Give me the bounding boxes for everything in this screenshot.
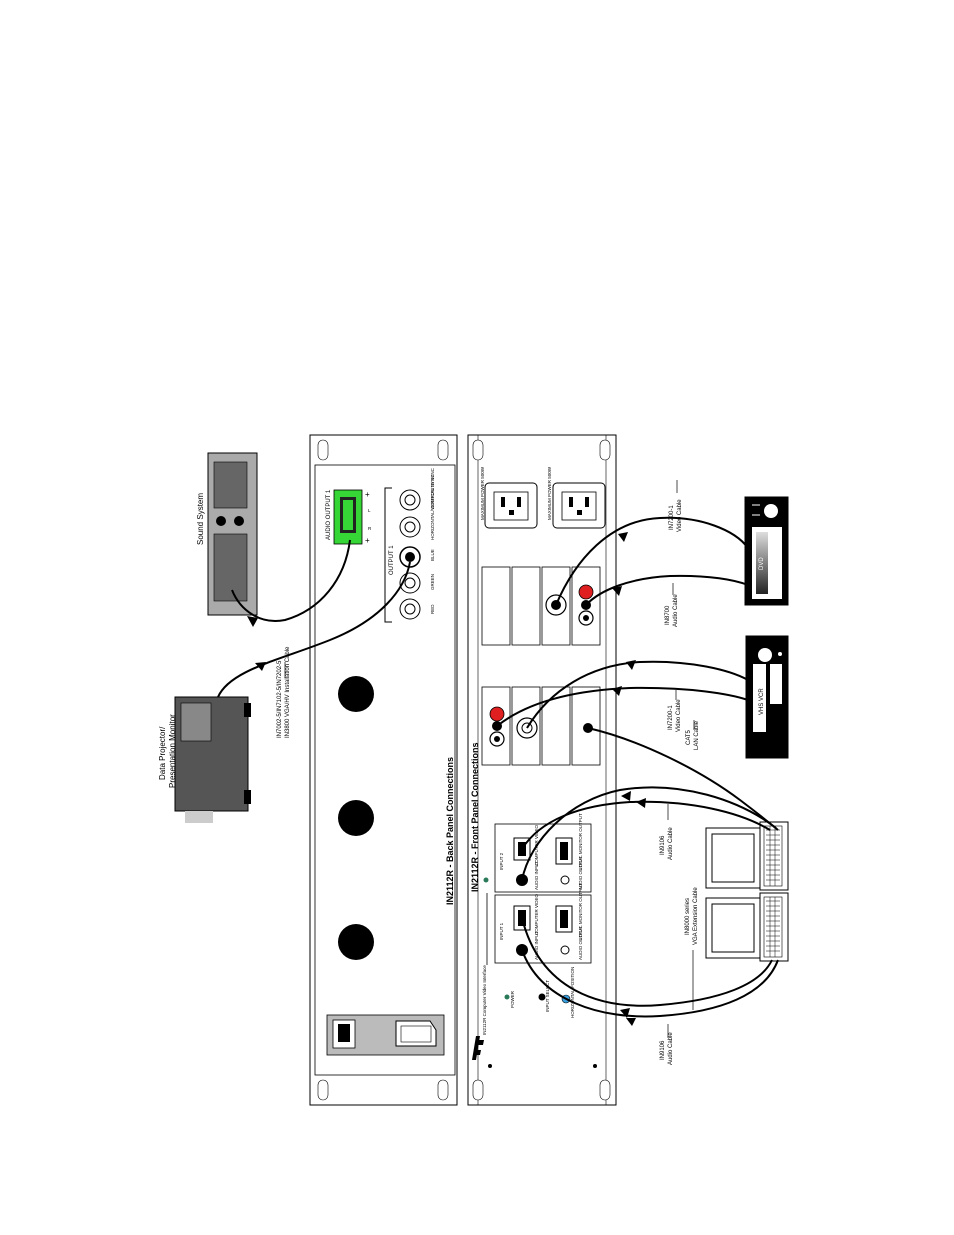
projector-label-2: Presentation Monitor xyxy=(168,714,177,788)
cable-labels: IN7002-5/IN7102-5/IN7202-5 IN3800 VGA/HV… xyxy=(277,480,700,1065)
front-panel-title: IN2112R - Front Panel Connections xyxy=(470,742,480,892)
bnc-label-vsync: VERTICAL SYNC xyxy=(430,474,435,510)
in9106-left-label-1: IN9106 xyxy=(660,1040,666,1060)
in8700-label-2: Audio Cable xyxy=(673,594,679,627)
bnc-label-green: GREEN xyxy=(430,574,435,590)
plus-sign: + xyxy=(365,490,370,499)
svg-text:L: L xyxy=(368,508,371,513)
cat5-label-1: CAT5 xyxy=(686,729,692,745)
input1-label: INPUT 1 xyxy=(499,922,504,940)
dvd-player xyxy=(744,496,789,606)
in7200-b-label-2: Video Cable xyxy=(677,499,683,532)
in7200-b-label-1: IN7200-1 xyxy=(669,505,675,530)
projector-cable-label-2: IN3800 VGA/HV Installation Cable xyxy=(285,646,291,738)
plus-sign: + xyxy=(365,536,370,545)
dvd-label: DVD xyxy=(759,557,765,570)
brand-logo xyxy=(472,1036,484,1060)
module-plates-upper xyxy=(481,566,601,646)
projector-cable-label-1: IN7002-5/IN7102-5/IN7202-5 xyxy=(277,660,283,738)
in9106-left-label-2: Audio Cable xyxy=(668,1032,674,1065)
laptop-1 xyxy=(705,821,789,891)
in7200-a-label-2: Video Cable xyxy=(676,699,682,732)
power-inlet xyxy=(326,1014,445,1056)
audio-input-label: AUDIO INPUT xyxy=(534,861,539,890)
projector-label-1: Data Projector/ xyxy=(158,726,167,780)
input-select-label: INPUT SELECT xyxy=(545,980,550,1012)
horizontal-position-label: HORIZONTAL POSITION xyxy=(570,967,575,1018)
power-label: POWER xyxy=(510,990,515,1008)
fan-vent xyxy=(338,924,374,960)
projector xyxy=(174,696,251,823)
cat5-label-2: LAN Cable xyxy=(694,720,700,750)
vcr-label: VHS VCR xyxy=(759,688,765,715)
power-outlets xyxy=(484,482,606,529)
sound-system xyxy=(207,452,258,616)
in7200-a-label-1: IN7200-1 xyxy=(668,705,674,730)
cable-arrows xyxy=(247,532,646,1026)
vhs-vcr xyxy=(745,635,789,759)
outlet-label: MAXIMUM POWER 500W xyxy=(547,466,552,520)
in8000-label-2: VGA Extension Cable xyxy=(693,887,699,945)
audio-output-connector: + + R L xyxy=(333,489,372,545)
local-monitor-label: LOCAL MONITOR OUTPUT xyxy=(578,883,583,940)
back-panel-title: IN2112R - Back Panel Connections xyxy=(445,757,455,905)
audio-output-label: AUDIO OUTPUT xyxy=(578,856,583,890)
local-monitor-label: LOCAL MONITOR OUTPUT xyxy=(578,813,583,870)
in8000-label-1: IN8000 series xyxy=(685,898,691,935)
bnc-label-hsync: HORIZONTAL/ COMPOSITE SYNC xyxy=(430,467,435,540)
in8700-label-1: IN8700 xyxy=(665,605,671,625)
sound-system-label: Sound System xyxy=(196,493,205,545)
input2-label: INPUT 2 xyxy=(499,852,504,870)
svg-text:R: R xyxy=(368,526,372,531)
front-panel: MAXIMUM POWER 500W MAXIMUM POWER 500W xyxy=(467,434,617,1106)
bnc-label-blue: BLUE xyxy=(430,549,435,561)
audio-output-label: AUDIO OUTPUT xyxy=(578,926,583,960)
back-panel: + + R L AUDIO OUTPUT 1 OUTPUT 1 RED GREE… xyxy=(309,434,458,1106)
in9106-right-label-1: IN9106 xyxy=(660,835,666,855)
output-group-label: OUTPUT 1 xyxy=(389,545,395,575)
audio-output-label: AUDIO OUTPUT 1 xyxy=(326,489,332,540)
fan-vent xyxy=(338,676,374,712)
laptop-2 xyxy=(705,892,789,962)
product-name: IN2112R Computer Video Interface xyxy=(482,965,487,1035)
fan-vent xyxy=(338,800,374,836)
bnc-label-red: RED xyxy=(430,604,435,614)
outlet-label: MAXIMUM POWER 500W xyxy=(480,466,485,520)
in9106-right-label-2: Audio Cable xyxy=(668,827,674,860)
cables xyxy=(217,516,779,1018)
audio-input-label: AUDIO INPUT xyxy=(534,931,539,960)
computer-video-label: COMPUTER VIDEO xyxy=(534,893,539,935)
